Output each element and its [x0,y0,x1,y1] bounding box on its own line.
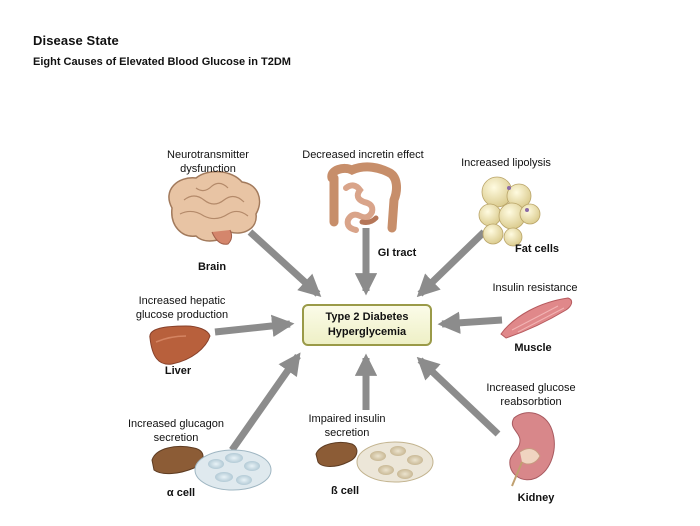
alpha-cell-icon [151,446,272,491]
slide-subtitle: Eight Causes of Elevated Blood Glucose i… [33,56,291,68]
beta-cause-line2: secretion [324,427,370,439]
arrow-kidney [416,356,501,437]
liver-icon [149,325,211,365]
liver-organ-label: Liver [164,365,192,377]
fat-cause-label: Increased lipolysis [461,157,551,169]
arrow-fat [416,229,487,298]
gi-cause-label: Decreased incretin effect [302,149,424,161]
kidney-cause-line2: reabsorbtion [500,396,562,408]
arrow-liver [214,314,295,338]
alpha-cause-line1: Increased glucagon [127,418,224,430]
brain-cause-line1: Neurotransmitter [167,149,249,161]
arrow-brain [247,229,322,298]
fat-organ-label: Fat cells [514,243,560,255]
kidney-cause-label: Increased glucose reabsorbtion [476,381,586,409]
muscle-icon [500,297,573,339]
arrows [214,228,503,453]
muscle-organ-label: Muscle [514,342,552,354]
arrow-alpha [229,352,301,453]
center-line1: Type 2 Diabetes [325,311,409,323]
beta-cause-line1: Impaired insulin [308,413,386,425]
kidney-organ-label: Kidney [517,492,555,504]
center-diagnosis-box: Type 2 Diabetes Hyperglycemia [302,304,432,346]
muscle-cause-label: Insulin resistance [492,282,578,294]
beta-cell-icon [315,441,434,483]
arrow-muscle [437,311,503,334]
brain-cause-line2: dysfunction [180,163,236,175]
beta-organ-label: ß cell [330,485,360,497]
liver-cause-line1: Increased hepatic [138,295,226,307]
alpha-organ-label: α cell [166,487,196,499]
kidney-icon [509,412,555,487]
kidney-cause-line1: Increased glucose [486,382,576,394]
liver-cause-line2: glucose production [135,309,229,321]
slide-title: Disease State [33,33,119,48]
alpha-cause-line2: secretion [153,432,199,444]
center-line2: Hyperglycemia [327,326,407,338]
brain-organ-label: Brain [197,261,227,273]
brain-cause-label: Neurotransmitter dysfunction [157,148,259,176]
liver-cause-label: Increased hepatic glucose production [126,294,238,322]
fat-cells-icon [478,176,541,247]
beta-cause-label: Impaired insulin secretion [298,412,396,440]
gi-tract-icon [327,162,401,233]
alpha-cause-label: Increased glucagon secretion [120,417,232,445]
brain-icon [168,170,261,245]
gi-organ-label: GI tract [377,247,417,259]
